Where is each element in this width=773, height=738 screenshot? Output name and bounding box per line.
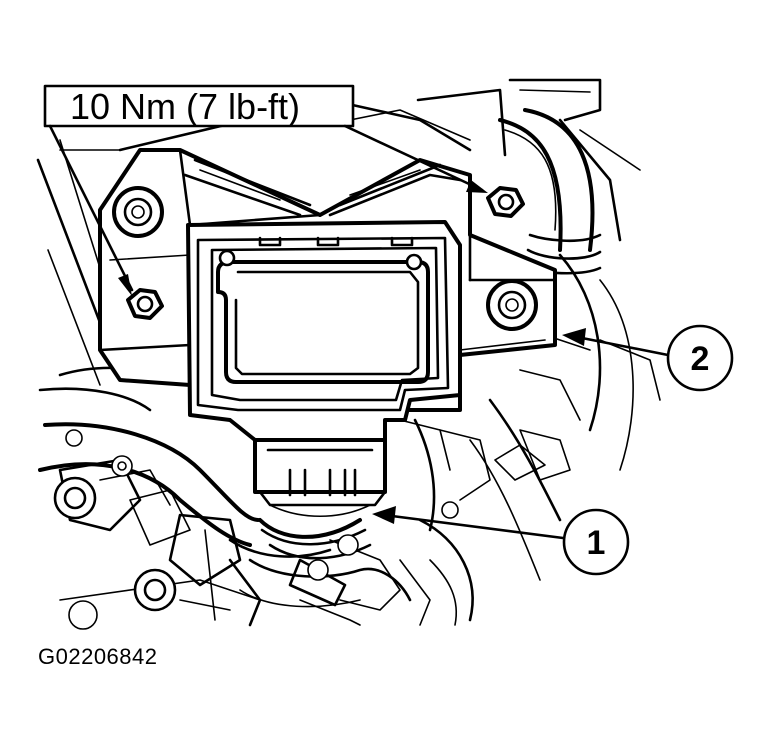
torque-arrowhead-right: [466, 180, 488, 193]
callout-2: 2: [562, 324, 734, 392]
nut-upper-right: [486, 186, 525, 218]
callout-1-circle: [562, 508, 630, 576]
torque-leader-left: [48, 124, 134, 292]
torque-arrowhead-left: [118, 274, 132, 296]
mounting-bolts: [112, 186, 538, 331]
callout-2-number: 2: [691, 340, 710, 378]
background-linework: [36, 78, 661, 627]
torque-callout: 10 Nm (7 lb-ft): [43, 84, 488, 296]
figure-id: G02206842: [38, 644, 158, 669]
callout-2-leader: [580, 336, 670, 357]
torque-label-box: [43, 84, 355, 128]
callout-1: 1: [372, 506, 630, 576]
callout-1-leader: [390, 514, 565, 540]
sensor-module: [186, 220, 462, 517]
nut-left: [126, 288, 164, 320]
callout-2-arrowhead: [562, 328, 586, 346]
background-fasteners: [53, 429, 459, 630]
callout-1-arrowhead: [372, 506, 396, 524]
torque-label: 10 Nm (7 lb-ft): [70, 86, 300, 127]
torque-leader-right: [343, 124, 484, 192]
callout-2-circle: [666, 324, 734, 392]
callout-1-number: 1: [587, 524, 606, 562]
